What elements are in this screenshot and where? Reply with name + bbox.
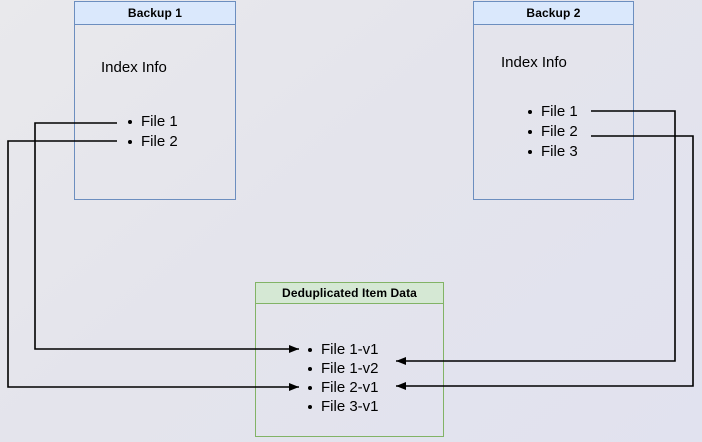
list-item: File 3-v1 <box>307 397 379 416</box>
node-backup-1-body: Index Info File 1 File 2 <box>75 25 235 199</box>
node-backup-1-label: Index Info <box>101 59 167 76</box>
list-item: File 1-v2 <box>307 359 379 378</box>
node-deduplicated-item-data: Deduplicated Item Data File 1-v1 File 1-… <box>255 282 444 437</box>
backup-1-file-list: File 1 File 2 <box>127 112 178 152</box>
list-item: File 1-v1 <box>307 340 379 359</box>
node-backup-1: Backup 1 Index Info File 1 File 2 <box>74 1 236 200</box>
node-backup-2-body: Index Info File 1 File 2 File 3 <box>474 25 633 199</box>
list-item: File 1 <box>527 102 578 122</box>
list-item: File 2-v1 <box>307 378 379 397</box>
list-item: File 3 <box>527 142 578 162</box>
list-item: File 2 <box>127 132 178 152</box>
node-backup-1-title: Backup 1 <box>75 2 235 25</box>
list-item: File 2 <box>527 122 578 142</box>
backup-2-file-list: File 1 File 2 File 3 <box>527 102 578 162</box>
dedup-file-list: File 1-v1 File 1-v2 File 2-v1 File 3-v1 <box>307 340 379 416</box>
node-backup-2-label: Index Info <box>501 54 567 71</box>
list-item: File 1 <box>127 112 178 132</box>
node-deduplicated-item-data-body: File 1-v1 File 1-v2 File 2-v1 File 3-v1 <box>256 304 443 436</box>
node-backup-2: Backup 2 Index Info File 1 File 2 File 3 <box>473 1 634 200</box>
node-backup-2-title: Backup 2 <box>474 2 633 25</box>
node-deduplicated-item-data-title: Deduplicated Item Data <box>256 283 443 304</box>
